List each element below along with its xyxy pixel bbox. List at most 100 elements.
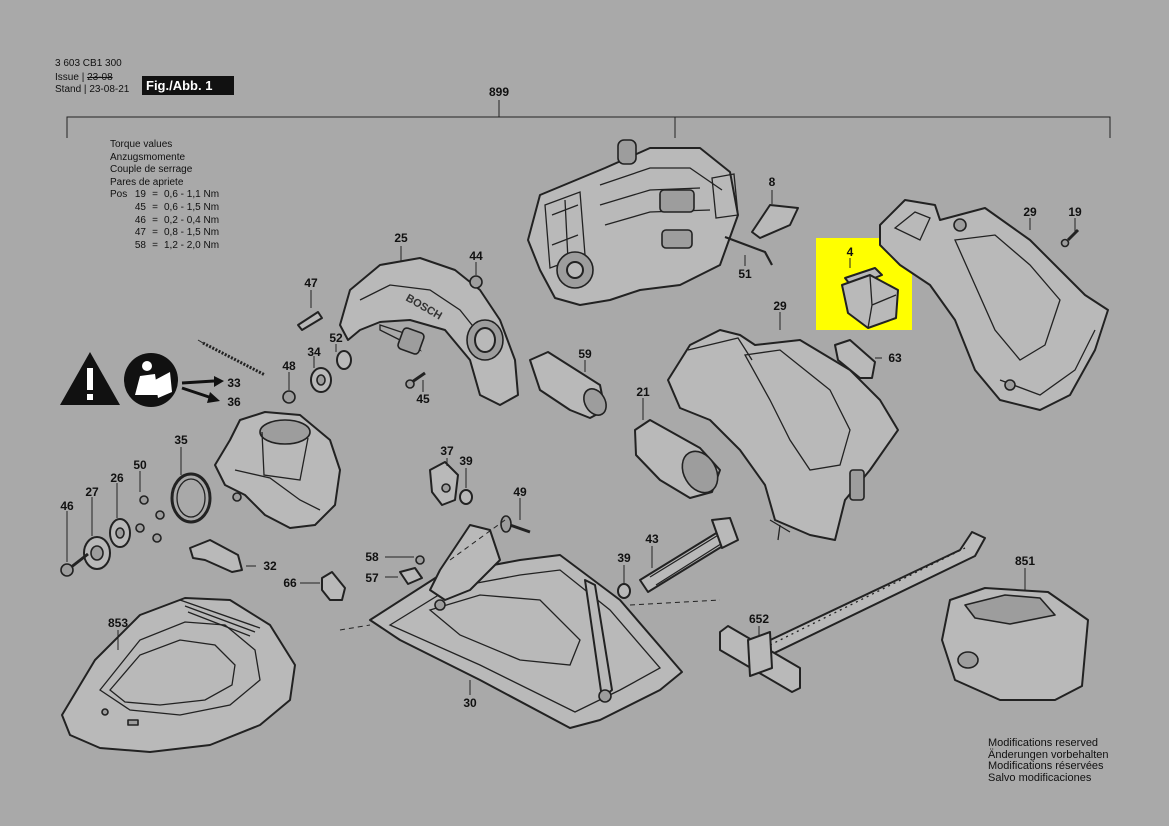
base-plate: 30 bbox=[369, 524, 683, 729]
assembly-bracket: 899 bbox=[66, 85, 1111, 138]
part-45: 45 bbox=[405, 371, 430, 406]
torque-value: 0,6 - 1,1 Nm bbox=[164, 189, 220, 201]
part-21: 21 bbox=[634, 385, 721, 499]
part-label-26: 26 bbox=[110, 471, 124, 485]
housing-half-left: 29 bbox=[667, 299, 899, 541]
stand-line: Stand | 23-08-21 bbox=[55, 84, 130, 95]
part-33-spring bbox=[197, 339, 266, 377]
assembly-dash-lines bbox=[339, 519, 721, 631]
torque-value: 0,6 - 1,5 Nm bbox=[164, 201, 220, 213]
part-label-44: 44 bbox=[469, 249, 483, 263]
torque-pos: 19 bbox=[134, 189, 146, 201]
torque-title-en: Torque values bbox=[110, 139, 173, 150]
part-59: 59 bbox=[529, 347, 607, 419]
parts-37-39-49: 37 39 49 bbox=[429, 444, 531, 534]
issue-label: Issue bbox=[55, 72, 79, 83]
modifications-note: Modifications reserved Änderungen vorbeh… bbox=[988, 737, 1109, 784]
torque-eq: = bbox=[152, 239, 158, 251]
part-label-34: 34 bbox=[307, 345, 321, 359]
part-label-47: 47 bbox=[304, 276, 318, 290]
part-label-19: 19 bbox=[1068, 205, 1082, 219]
part-label-57: 57 bbox=[365, 571, 379, 585]
part-label-27: 27 bbox=[85, 485, 99, 499]
part-label-853: 853 bbox=[108, 616, 128, 630]
read-manual-icon bbox=[124, 353, 178, 407]
parts-39-43: 39 43 bbox=[617, 517, 739, 599]
part-label-29a: 29 bbox=[1023, 205, 1037, 219]
part-47: 47 bbox=[297, 276, 323, 331]
part-label-48: 48 bbox=[282, 359, 296, 373]
torque-row: 47 = 0,8 - 1,5 Nm bbox=[110, 227, 219, 240]
torque-row: Pos 19 = 0,6 - 1,1 Nm bbox=[110, 189, 219, 202]
torque-pos: 45 bbox=[134, 201, 146, 213]
modifications-en: Modifications reserved bbox=[988, 737, 1099, 749]
part-label-45: 45 bbox=[416, 392, 430, 406]
modifications-de: Änderungen vorbehalten bbox=[988, 748, 1109, 761]
part-label-43: 43 bbox=[645, 532, 659, 546]
part-label-50: 50 bbox=[133, 458, 147, 472]
torque-row: 58 = 1,2 - 2,0 Nm bbox=[110, 240, 219, 253]
lower-guard bbox=[214, 411, 341, 529]
figure-label: Fig./Abb. 1 bbox=[142, 76, 234, 95]
part-label-25: 25 bbox=[394, 231, 408, 245]
part-label-36: 36 bbox=[227, 395, 241, 409]
torque-pos: 58 bbox=[134, 239, 146, 251]
modifications-fr: Modifications réservées bbox=[988, 760, 1104, 772]
part-label-35: 35 bbox=[174, 433, 188, 447]
part-32: 32 bbox=[189, 539, 277, 573]
part-label-851: 851 bbox=[1015, 554, 1035, 568]
torque-eq: = bbox=[152, 227, 158, 239]
parts-58-57-66: 58 57 66 bbox=[283, 550, 425, 601]
torque-eq: = bbox=[152, 189, 158, 201]
housing-half-right: 29 bbox=[879, 199, 1109, 411]
stand-label: Stand bbox=[55, 84, 82, 95]
issue-date: 23-08 bbox=[87, 72, 113, 83]
part-label-30: 30 bbox=[463, 696, 477, 710]
assembly-number: 899 bbox=[489, 85, 509, 99]
part-652-rip-fence: 652 bbox=[719, 531, 986, 693]
torque-value: 0,2 - 0,4 Nm bbox=[164, 214, 220, 226]
part-label-59: 59 bbox=[578, 347, 592, 361]
part-label-58: 58 bbox=[365, 550, 379, 564]
torque-row: 45=0,6 - 1,5 Nm bbox=[110, 202, 219, 215]
part-label-37: 37 bbox=[440, 444, 454, 458]
part-4: 4 bbox=[841, 245, 899, 329]
part-50-screws: 50 bbox=[133, 458, 165, 543]
warning-triangle-icon bbox=[60, 352, 120, 405]
part-label-39b: 39 bbox=[617, 551, 631, 565]
document-number: 3 603 CB1 300 bbox=[55, 58, 122, 69]
part-label-66: 66 bbox=[283, 576, 297, 590]
part-8: 8 bbox=[751, 175, 799, 239]
part-label-51: 51 bbox=[738, 267, 752, 281]
battery-pack: 851 bbox=[941, 554, 1089, 701]
torque-table: Torque values Anzugsmomente Couple de se… bbox=[110, 139, 219, 252]
torque-title-es: Pares de apriete bbox=[110, 176, 184, 188]
torque-title-fr: Couple de serrage bbox=[110, 164, 193, 176]
part-label-49: 49 bbox=[513, 485, 527, 499]
parts-26-27-46: 26 27 46 bbox=[60, 471, 131, 577]
part-19: 19 bbox=[1060, 205, 1082, 248]
part-label-29b: 29 bbox=[773, 299, 787, 313]
part-44: 44 bbox=[469, 249, 483, 289]
parts-48-34-52: 48 34 52 bbox=[282, 331, 352, 404]
blade-guard: BOSCH 25 bbox=[339, 231, 519, 406]
motor bbox=[527, 139, 739, 306]
torque-eq: = bbox=[152, 214, 158, 226]
stand-date: 23-08-21 bbox=[89, 84, 130, 95]
part-63: 63 bbox=[834, 339, 902, 379]
torque-value: 1,2 - 2,0 Nm bbox=[164, 239, 220, 251]
torque-value: 0,8 - 1,5 Nm bbox=[164, 227, 220, 239]
torque-pos-label: Pos bbox=[110, 189, 128, 201]
part-label-63: 63 bbox=[888, 351, 902, 365]
torque-row: 46 = 0,2 - 0,4 Nm bbox=[110, 215, 219, 228]
part-51: 51 bbox=[724, 235, 773, 281]
torque-title-de: Anzugsmomente bbox=[110, 151, 186, 163]
torque-pos: 46 bbox=[134, 214, 146, 226]
modifications-es: Salvo modificaciones bbox=[988, 771, 1092, 784]
part-label-33: 33 bbox=[227, 376, 241, 390]
part-label-46: 46 bbox=[60, 499, 74, 513]
part-label-652: 652 bbox=[749, 612, 769, 626]
torque-pos: 47 bbox=[134, 227, 146, 239]
